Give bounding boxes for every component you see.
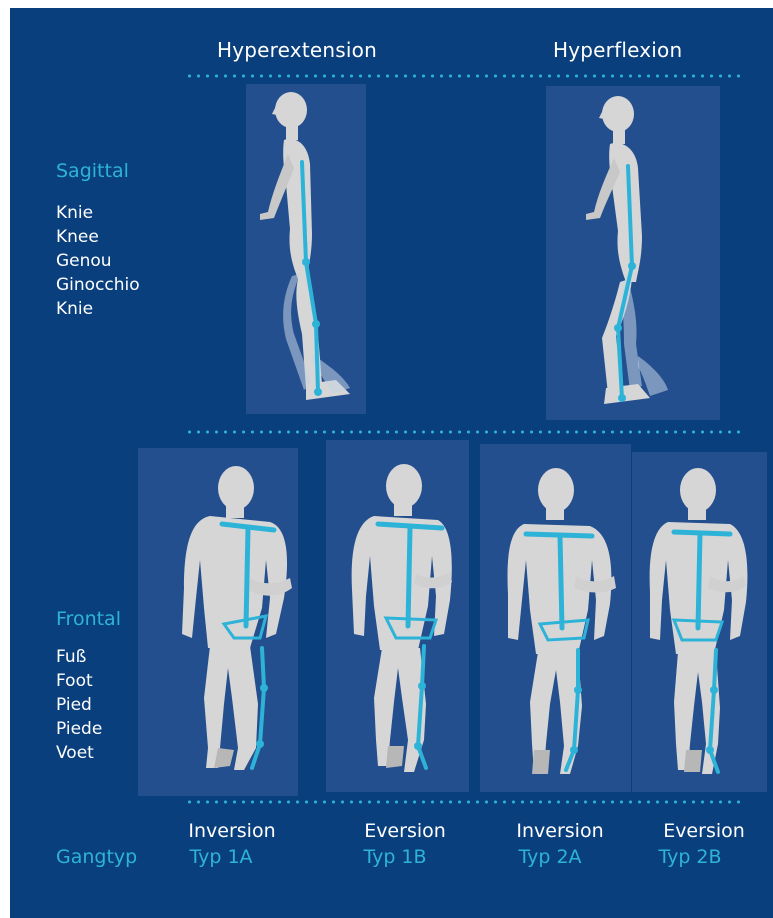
gangtyp-movement-1: Inversion: [172, 820, 292, 842]
gangtyp-movement-4: Eversion: [644, 820, 764, 842]
sagittal-label: Knie: [56, 297, 140, 321]
walking-figure-side-icon: [546, 86, 720, 420]
gangtyp-movement-3: Inversion: [500, 820, 620, 842]
sagittal-label: Knee: [56, 225, 140, 249]
walking-figure-front-icon: [138, 448, 298, 796]
gangtyp-type-3: Typ 2A: [490, 846, 610, 868]
frontal-label: Foot: [56, 669, 102, 693]
left-margin: [0, 0, 10, 918]
header-hyperextension: Hyperextension: [217, 38, 377, 62]
dotted-separator-top: [185, 74, 743, 78]
walking-figure-front-icon: [326, 440, 469, 792]
walking-figure-side-icon: [246, 84, 366, 414]
frontal-title: Frontal: [56, 608, 121, 630]
gangtyp-movement-2: Eversion: [345, 820, 465, 842]
header-hyperflexion: Hyperflexion: [553, 38, 682, 62]
frontal-label: Fuß: [56, 645, 102, 669]
dotted-separator-middle: [185, 430, 743, 434]
frontal-label: Voet: [56, 741, 102, 765]
dotted-separator-bottom: [185, 800, 743, 804]
frontal-label-list: Fuß Foot Pied Piede Voet: [56, 645, 102, 765]
gangtyp-type-2: Typ 1B: [335, 846, 455, 868]
sagittal-label: Ginocchio: [56, 273, 140, 297]
sagittal-label: Knie: [56, 201, 140, 225]
gangtyp-title: Gangtyp: [56, 846, 137, 868]
walking-figure-front-icon: [632, 452, 767, 792]
gangtyp-type-1: Typ 1A: [161, 846, 281, 868]
sagittal-label: Genou: [56, 249, 140, 273]
gangtyp-type-4: Typ 2B: [630, 846, 750, 868]
frontal-label: Pied: [56, 693, 102, 717]
frontal-label: Piede: [56, 717, 102, 741]
sagittal-title: Sagittal: [56, 160, 129, 182]
sagittal-label-list: Knie Knee Genou Ginocchio Knie: [56, 201, 140, 321]
walking-figure-front-icon: [480, 444, 631, 792]
